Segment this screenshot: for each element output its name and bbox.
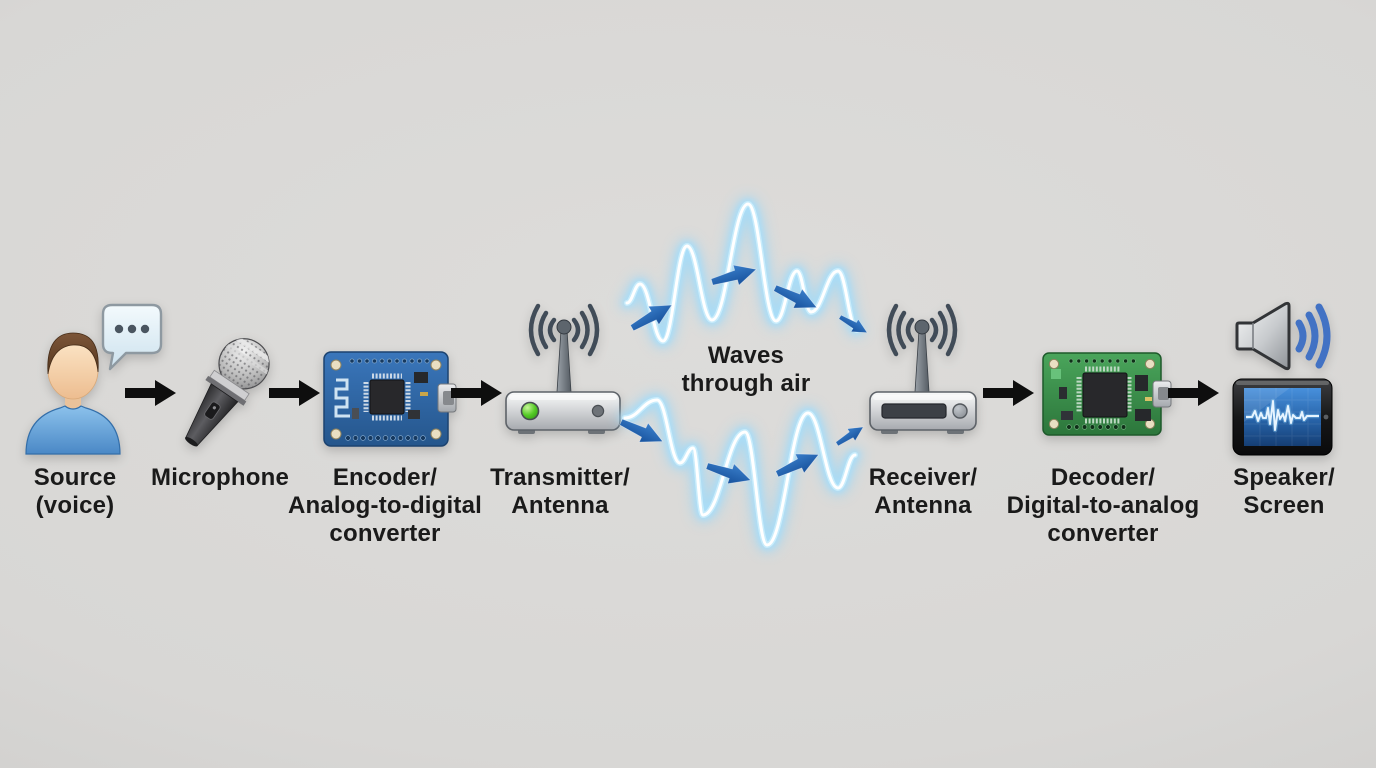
antenna — [914, 329, 930, 393]
wave-direction-arrows — [619, 264, 868, 485]
microphone-icon — [185, 331, 279, 447]
circuit-board-green-icon — [1042, 352, 1172, 436]
microphone-label: Microphone — [151, 464, 289, 491]
decoder-label: Decoder/ Digital-to-analog converter — [1006, 464, 1200, 547]
led-green — [520, 401, 540, 421]
waves-label: Waves through air — [681, 342, 811, 397]
speaker-screen-label: Speaker/ Screen — [1233, 464, 1335, 519]
router-antenna-icon — [505, 303, 621, 434]
transmitter-label: Transmitter/ Antenna — [490, 464, 630, 519]
flow-arrow-icon — [125, 380, 176, 406]
receiver-label: Receiver/ Antenna — [868, 464, 978, 519]
sound-wave-arcs — [1295, 303, 1331, 369]
source-label: Source (voice) — [33, 464, 117, 519]
speaker-icon — [1235, 301, 1331, 371]
router-antenna-icon — [869, 303, 977, 434]
flow-arrow-icon — [1168, 380, 1219, 406]
antenna-trace — [334, 378, 350, 418]
waveform — [1246, 398, 1319, 433]
wifi-arcs — [886, 303, 958, 357]
encoder-label: Encoder/ Analog-to-digital converter — [287, 464, 483, 547]
circuit-board-blue-icon — [323, 351, 457, 447]
wifi-arcs — [528, 303, 600, 357]
display-slot — [881, 403, 947, 419]
flow-arrow-icon — [983, 380, 1034, 406]
lower-wave — [618, 393, 862, 552]
speech-bubble-icon — [101, 303, 163, 371]
radio-waves-icon — [618, 197, 868, 552]
flow-arrow-icon — [269, 380, 320, 406]
screen-icon — [1232, 378, 1333, 456]
antenna — [556, 329, 572, 393]
flow-arrow-icon — [451, 380, 502, 406]
person-speaking-icon — [25, 332, 121, 455]
upper-wave — [620, 197, 864, 348]
